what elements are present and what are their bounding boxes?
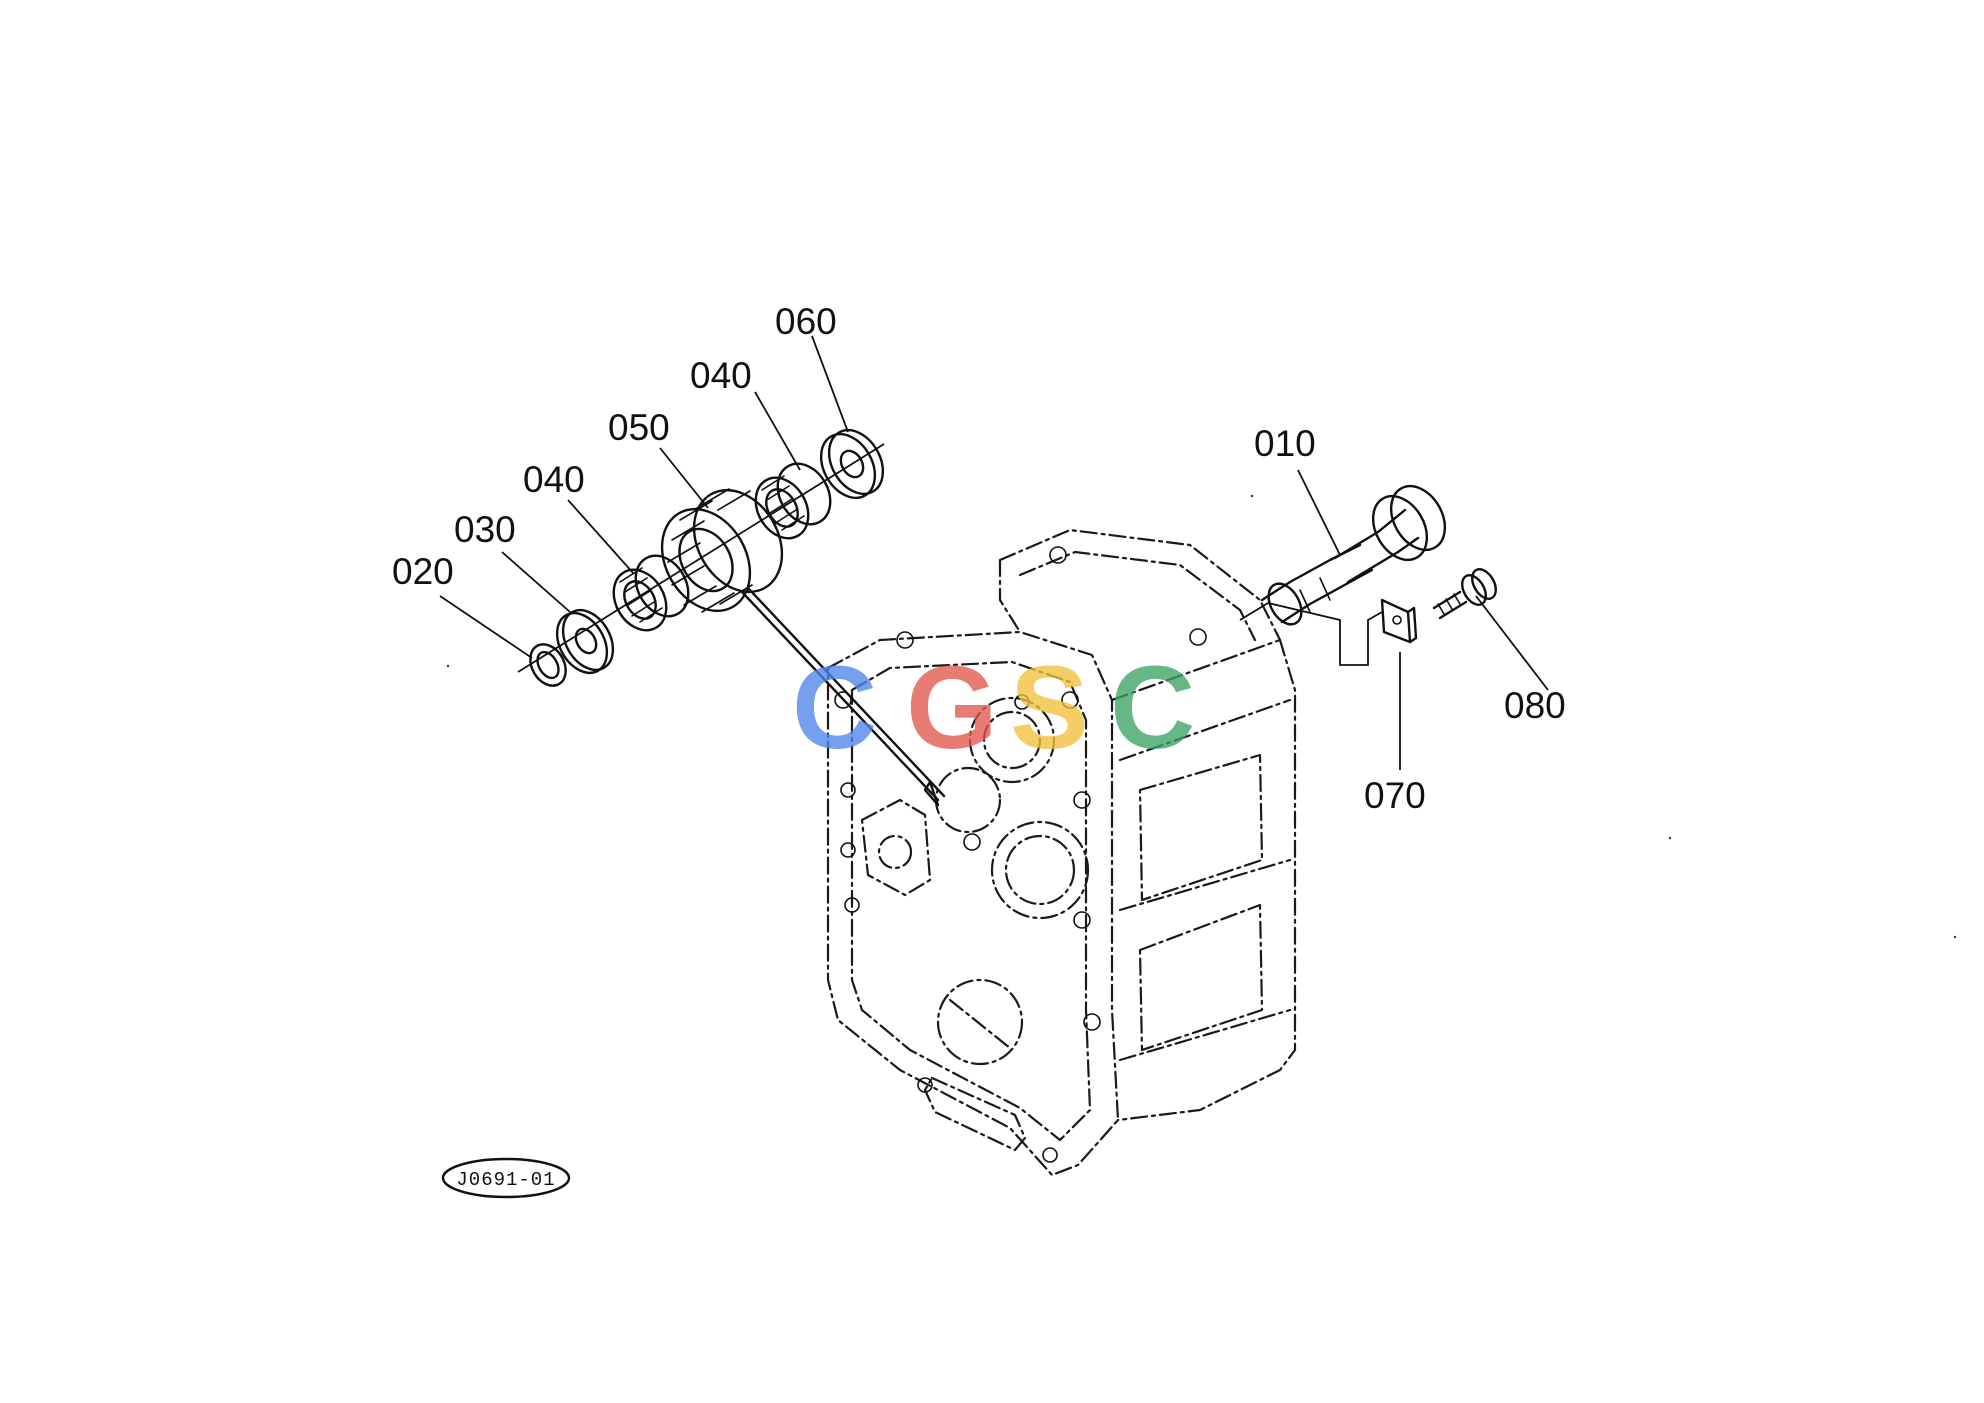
callout-060: 060	[775, 301, 837, 342]
part-080-bolt	[1432, 568, 1497, 620]
housing-top-rim	[1018, 550, 1257, 642]
reference-code-badge: J0691-01	[441, 1157, 571, 1199]
reference-code-text: J0691-01	[456, 1169, 555, 1191]
housing-inner-panel	[850, 660, 1092, 1142]
housing-side-window-upper	[1138, 753, 1264, 902]
callout-leader-lines	[439, 335, 1549, 770]
watermark-letter-3: S	[1010, 642, 1089, 774]
housing-side-window-lower	[1138, 903, 1264, 1052]
part-010-shaft	[1260, 485, 1447, 626]
watermark-letter-4: C	[1110, 642, 1195, 774]
housing-bore-upper	[968, 696, 1056, 784]
housing-bore-mid	[934, 766, 1002, 834]
callout-050: 050	[608, 407, 670, 448]
housing-bore-lower	[936, 978, 1024, 1066]
housing-bottom-slot	[923, 1076, 1027, 1152]
housing-plug-hole	[963, 833, 981, 851]
housing-bolt-holes	[834, 546, 1207, 1163]
callout-040-right: 040	[690, 355, 752, 396]
part-010-bracket-line	[1267, 602, 1383, 666]
housing-front-face	[826, 630, 1120, 1177]
housing-bore-center	[990, 820, 1090, 920]
housing-bore-center-inner	[1004, 834, 1076, 906]
housing-boss-hole	[877, 834, 913, 870]
housing-right-side	[1116, 638, 1297, 1122]
callout-labels: 020 030 040 050 040 060 010 070 080	[392, 301, 1566, 816]
part-040-needle-bearing-right	[754, 462, 832, 540]
scan-specks	[446, 494, 1957, 939]
part-060-thrust-washer	[819, 429, 885, 499]
part-020-snap-ring	[529, 643, 567, 687]
housing-back-edge	[998, 558, 1022, 634]
callout-030: 030	[454, 509, 516, 550]
part-040-needle-bearing-left	[612, 554, 690, 632]
callout-010: 010	[1254, 423, 1316, 464]
part-030-washer	[555, 608, 615, 675]
housing-left-boss	[860, 798, 932, 897]
housing-side-rib	[1118, 698, 1292, 1062]
gear-housing-phantom	[826, 528, 1297, 1177]
callout-020: 020	[392, 551, 454, 592]
callout-040-left: 040	[523, 459, 585, 500]
watermark-letter-2: G	[906, 642, 998, 774]
callout-070: 070	[1364, 775, 1426, 816]
part-050-gear	[660, 488, 784, 613]
watermark-letter-1: C	[792, 642, 877, 774]
housing-bore-lower-mark	[948, 998, 1012, 1050]
watermark-logo: C G S C	[792, 642, 1195, 774]
assembly-guide-arrow	[740, 590, 940, 802]
callout-080: 080	[1504, 685, 1566, 726]
housing-top-face	[998, 528, 1282, 702]
part-070-plate	[1380, 598, 1418, 644]
housing-bore-upper-inner	[982, 710, 1042, 770]
